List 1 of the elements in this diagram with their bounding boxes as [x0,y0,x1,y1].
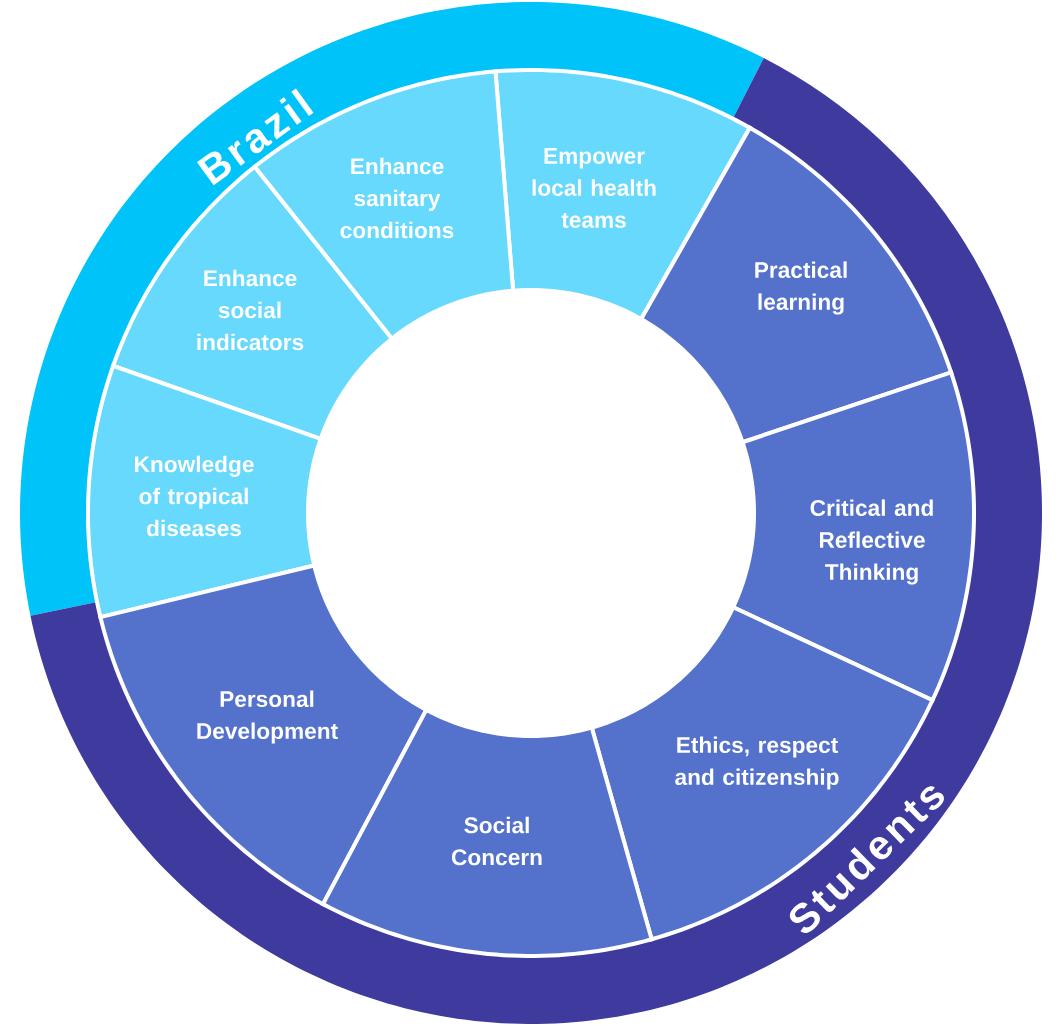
ring-segment: Personal Development [98,563,429,907]
